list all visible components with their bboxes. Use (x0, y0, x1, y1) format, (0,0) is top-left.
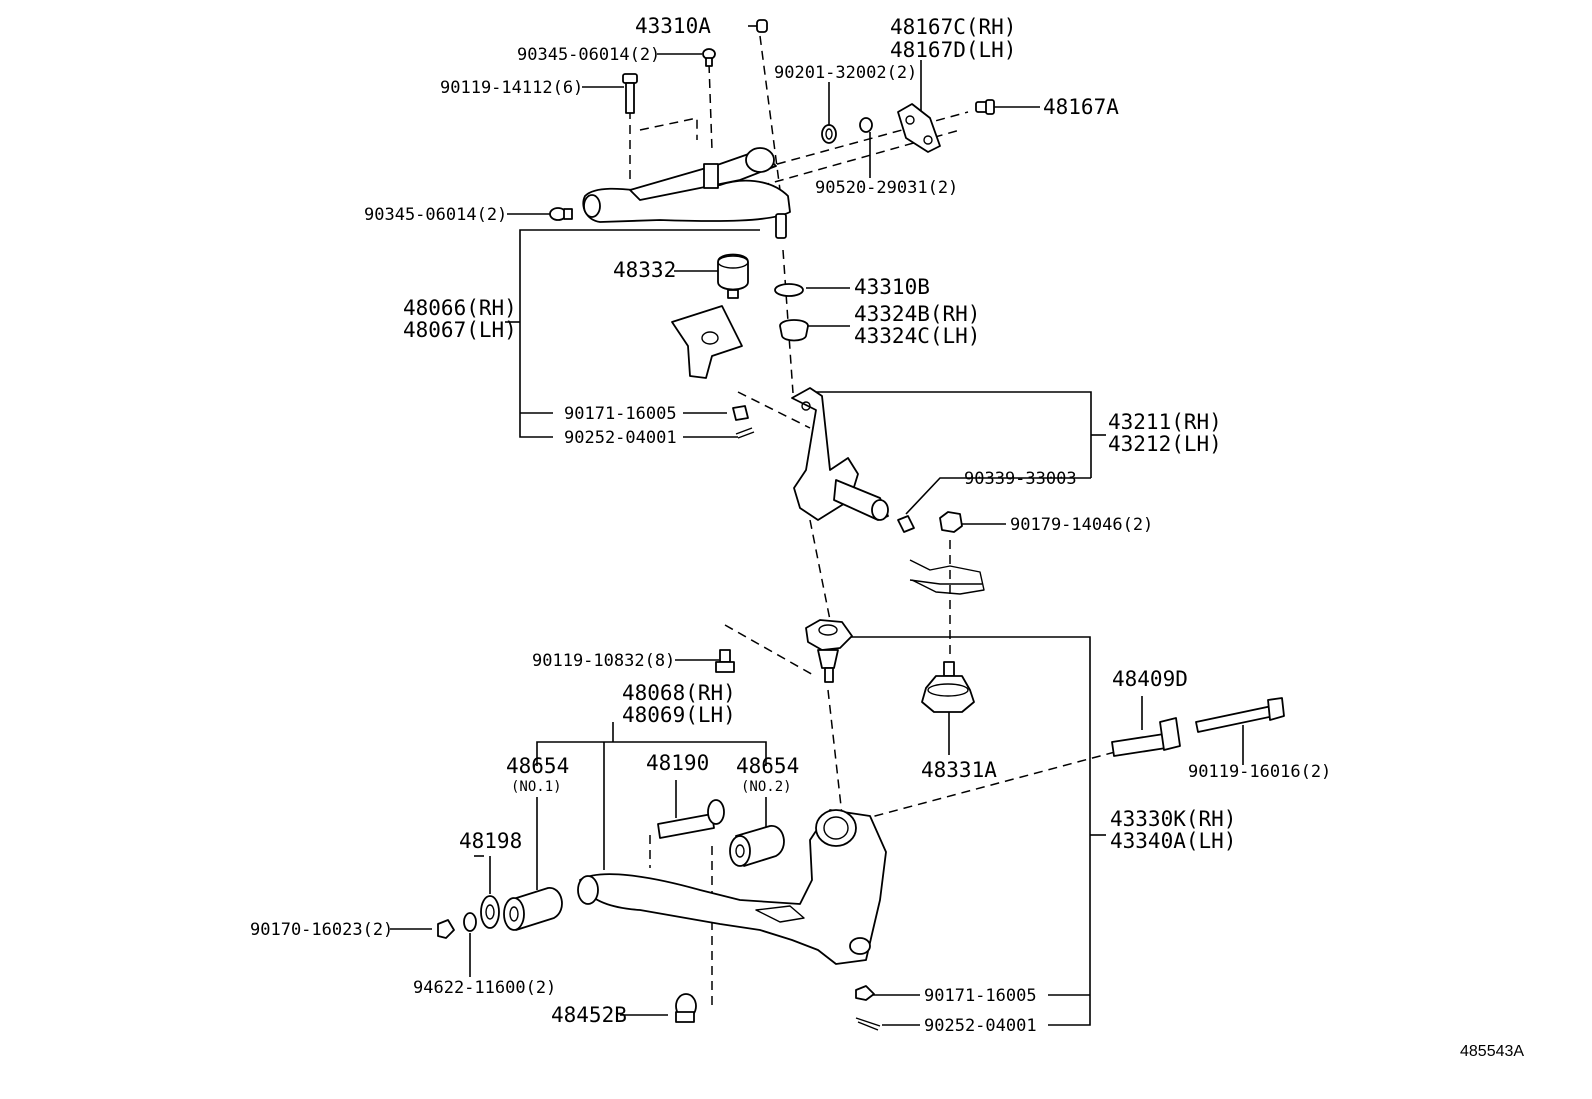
bump-stopper-48332-icon (717, 253, 749, 299)
label-90119-14112: 90119-14112(6) (440, 78, 583, 98)
label-43324b: 43324B(RH) (854, 302, 980, 326)
label-90119-10832: 90119-10832(8) (532, 651, 675, 671)
label-43310b: 43310B (854, 275, 930, 299)
label-48066: 48066(RH) (403, 296, 517, 320)
cap-90345-icon (702, 48, 716, 67)
label-90179: 90179-14046(2) (1010, 515, 1153, 535)
bushing-48654-no2-icon (729, 825, 785, 867)
label-90119-16016: 90119-16016(2) (1188, 762, 1331, 782)
lower-control-arm-icon (577, 809, 887, 965)
bolt-48167a-icon (975, 99, 995, 115)
bolt-90119-14112-icon (622, 73, 638, 114)
camber-plate-48167-icon (897, 103, 941, 153)
label-43310a: 43310A (635, 14, 711, 38)
nut-90170-icon (437, 919, 455, 939)
label-43212: 43212(LH) (1108, 432, 1222, 456)
cotter-pin-90252-upper-icon (735, 427, 755, 439)
label-90345-mid: 90345-06014(2) (364, 205, 507, 225)
label-90520: 90520-29031(2) (815, 178, 958, 198)
spacer-90339-icon (897, 515, 915, 533)
label-43340a: 43340A(LH) (1110, 829, 1236, 853)
label-48331a: 48331A (921, 758, 997, 782)
label-no2: (NO.2) (741, 779, 792, 795)
label-90345-top: 90345-06014(2) (517, 45, 660, 65)
label-48167a: 48167A (1043, 95, 1119, 119)
leader-lines (390, 25, 1244, 1026)
label-48452b: 48452B (551, 1003, 627, 1027)
washer-48198-icon (480, 895, 500, 929)
label-48167d: 48167D(LH) (890, 38, 1016, 62)
cotter-pin-90252-lower-icon (855, 1017, 881, 1031)
ring-43310b-icon (774, 283, 804, 297)
label-43324c: 43324C(LH) (854, 324, 980, 348)
nut-90171-lower-icon (855, 985, 875, 1001)
lower-ball-joint-icon (805, 619, 853, 683)
cap-90345-lower-icon (549, 207, 573, 221)
bolt-90119-16016-icon (1195, 697, 1285, 733)
label-90171-upper: 90171-16005 (564, 404, 677, 424)
label-48654-no1: 48654 (506, 754, 569, 778)
bump-stopper-48331a-icon (921, 661, 975, 713)
boot-43324-icon (779, 319, 809, 342)
label-43211: 43211(RH) (1108, 410, 1222, 434)
label-90171-lower: 90171-16005 (924, 986, 1037, 1006)
label-48067: 48067(LH) (403, 318, 517, 342)
label-48198: 48198 (459, 829, 522, 853)
diagram-id: 485543A (1460, 1043, 1524, 1060)
label-90252-lower: 90252-04001 (924, 1016, 1037, 1036)
label-48409d: 48409D (1112, 667, 1188, 691)
label-90252-upper: 90252-04001 (564, 428, 677, 448)
nut-90179-icon (939, 511, 963, 533)
part-labels: 43310A 90345-06014(2) 90119-14112(6) 902… (250, 14, 1524, 1060)
label-48190: 48190 (646, 751, 709, 775)
label-90201: 90201-32002(2) (774, 63, 917, 83)
label-48332: 48332 (613, 258, 676, 282)
frame-bracket-icon (909, 559, 985, 595)
cam-48452b-icon (675, 993, 697, 1023)
part-graphics (437, 19, 1285, 1031)
bolt-48190-icon (657, 799, 725, 839)
bump-stopper-bracket-icon (671, 305, 743, 379)
upper-control-arm-icon (582, 147, 791, 239)
bolt-90119-10832-icon (715, 649, 735, 673)
label-48068: 48068(RH) (622, 681, 736, 705)
nut-90171-upper-icon (732, 405, 749, 421)
label-48167c: 48167C(RH) (890, 15, 1016, 39)
washer-90201-icon (821, 124, 837, 144)
label-90170: 90170-16023(2) (250, 920, 393, 940)
label-no1: (NO.1) (511, 779, 562, 795)
bolt-48409d-icon (1111, 717, 1181, 757)
label-90339: 90339-33003 (964, 469, 1077, 489)
label-94622: 94622-11600(2) (413, 978, 556, 998)
bolt-43310a-icon (756, 19, 768, 33)
bushing-48654-no1-icon (503, 887, 563, 931)
washer-90520-icon (859, 117, 873, 133)
steering-knuckle-icon (791, 387, 889, 521)
washer-94622-icon (463, 912, 477, 932)
label-48069: 48069(LH) (622, 703, 736, 727)
label-48654-no2: 48654 (736, 754, 799, 778)
label-43330k: 43330K(RH) (1110, 807, 1236, 831)
